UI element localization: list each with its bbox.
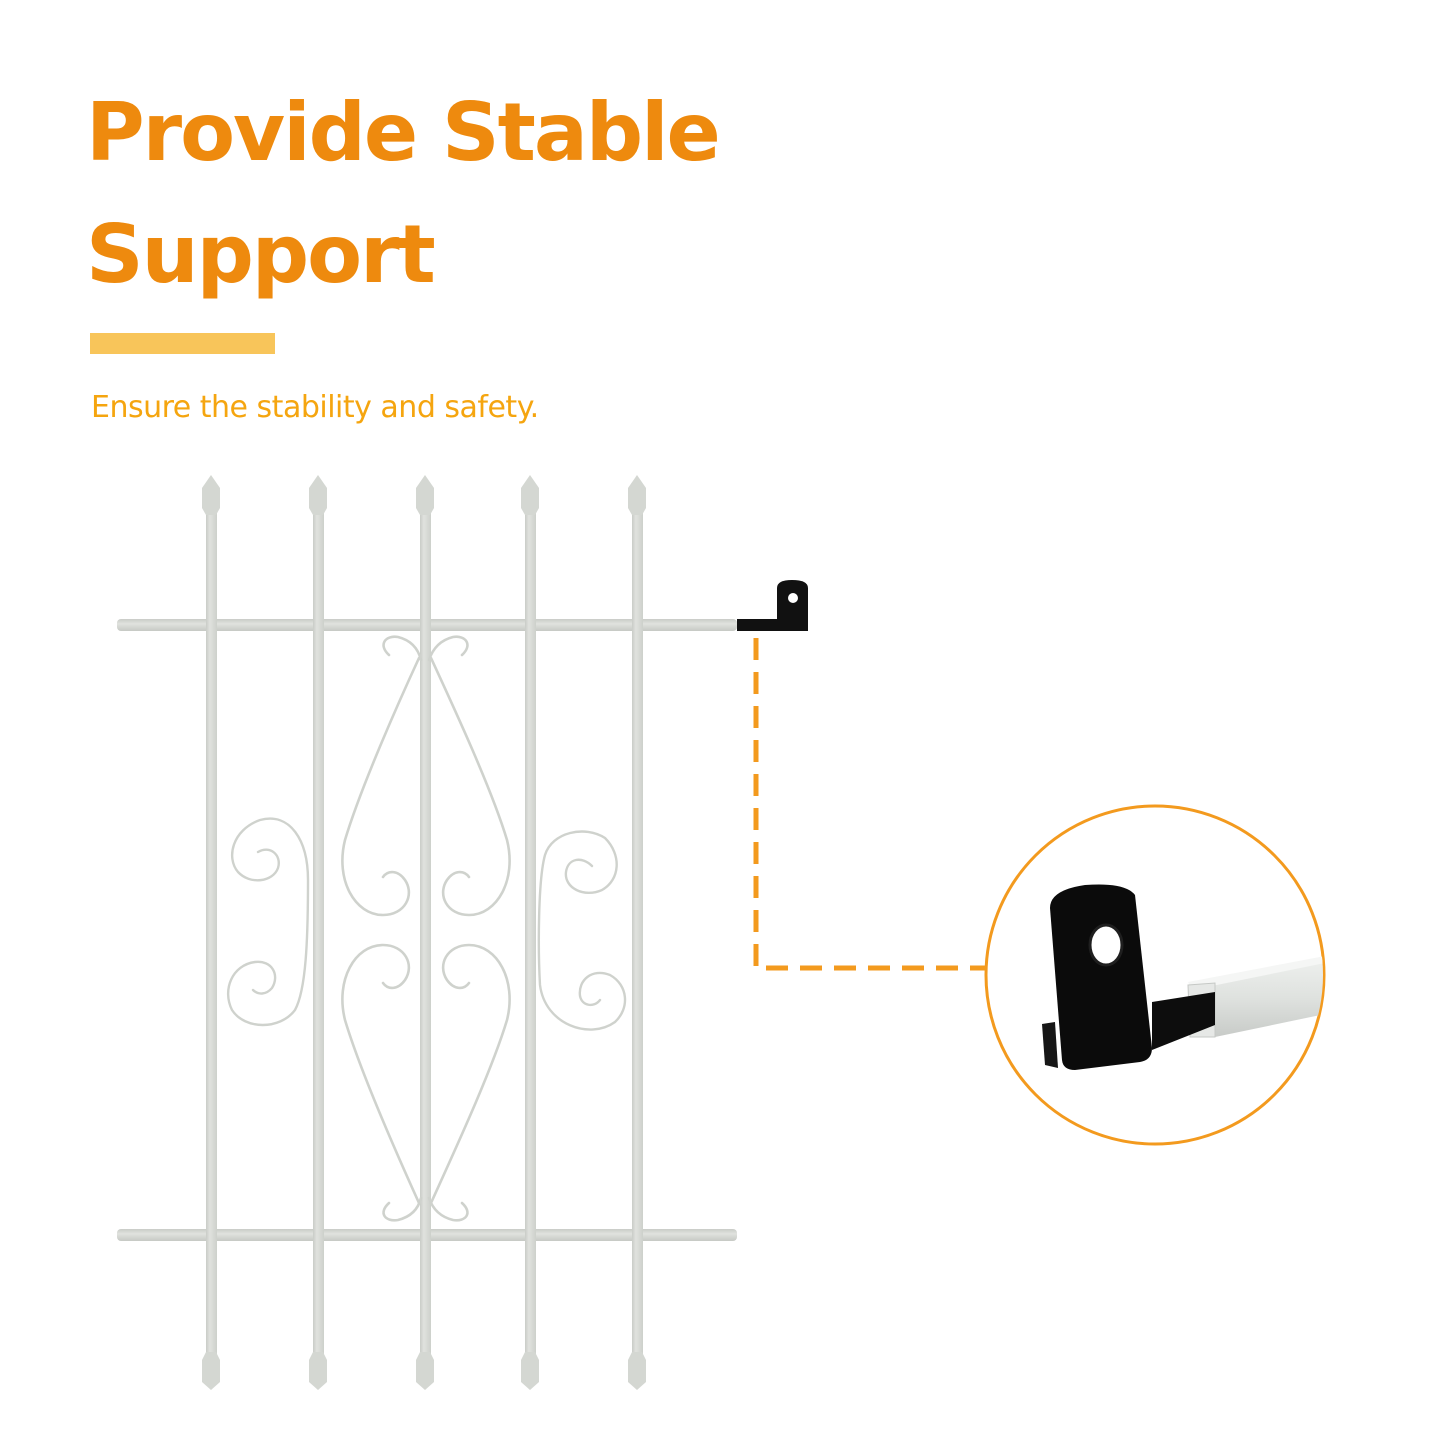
bracket-slide: [1152, 992, 1215, 1050]
detail-magnifier: [984, 804, 1326, 1146]
accent-bar: [90, 333, 275, 354]
left-scroll-ornament: [227, 817, 310, 1027]
bracket-plate: [1042, 884, 1152, 1070]
vertical-bar: [628, 475, 646, 1390]
page-title: Provide Stable Support: [86, 72, 721, 316]
window-grille: [117, 475, 808, 1390]
mounting-bracket: [737, 580, 808, 631]
vertical-bar: [521, 475, 539, 1390]
vertical-bar: [416, 475, 434, 1390]
vertical-bars: [202, 475, 646, 1390]
right-scroll-ornament: [537, 830, 627, 1031]
callout-connector: [753, 638, 986, 971]
subtitle: Ensure the stability and safety.: [91, 390, 539, 425]
center-scroll-ornament: [341, 635, 511, 1222]
page-title-line-2: Support: [86, 208, 436, 301]
vertical-bar: [202, 475, 220, 1390]
page-title-line-1: Provide Stable: [86, 86, 721, 179]
vertical-bar: [309, 475, 327, 1390]
